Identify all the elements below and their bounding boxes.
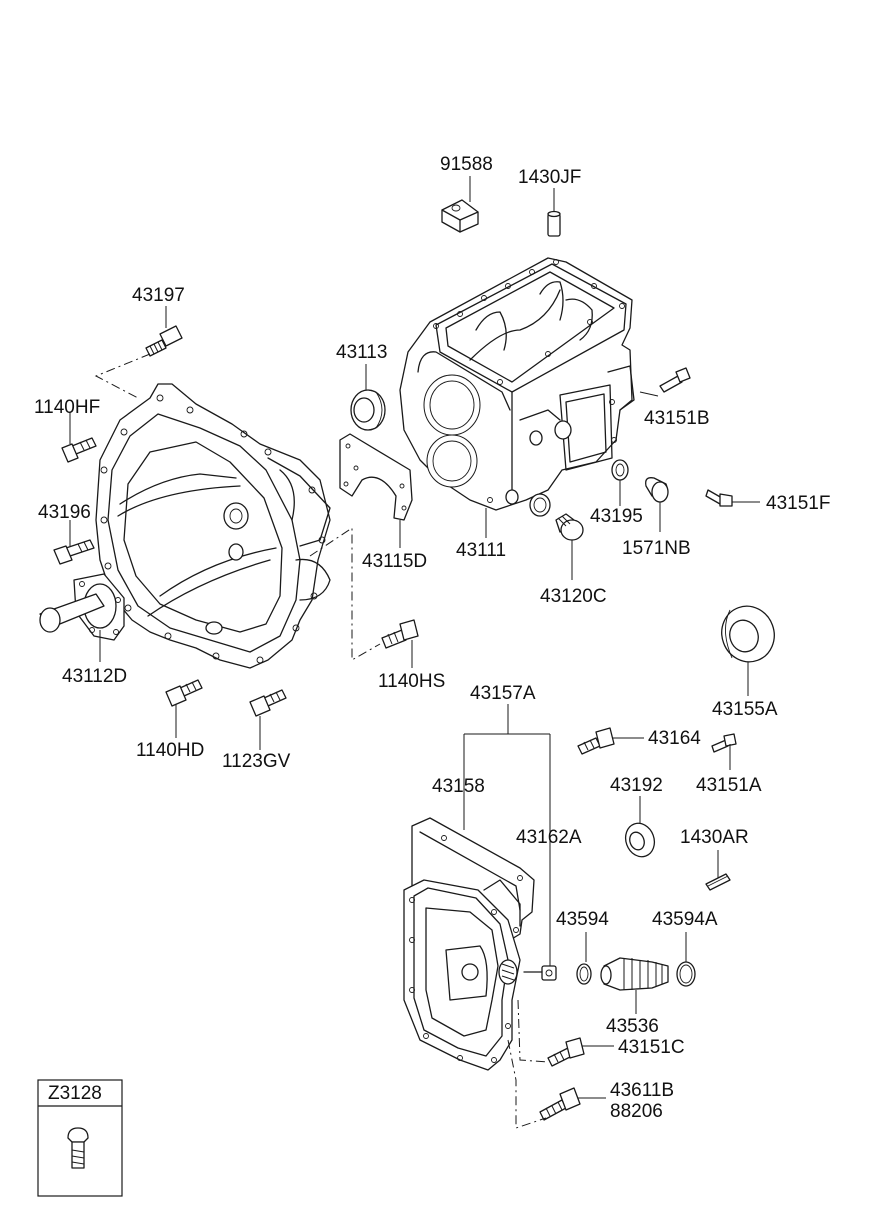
label-43158: 43158 (432, 776, 485, 797)
label-43197: 43197 (132, 285, 185, 306)
label-1430JF: 1430JF (518, 167, 581, 188)
label-43195: 43195 (590, 506, 643, 527)
bolt-43151A[interactable] (711, 733, 737, 753)
bolt-1140HF[interactable] (61, 437, 97, 463)
bolt-43611B[interactable] (539, 1087, 581, 1121)
label-1430AR: 1430AR (680, 827, 749, 848)
o-ring-43594[interactable] (576, 963, 592, 985)
oil-seal-43155A[interactable] (714, 599, 782, 669)
legend-bolt-icon (67, 1127, 89, 1169)
bolt-1140HS[interactable] (381, 619, 419, 649)
label-43120C: 43120C (540, 586, 607, 607)
plug-1571NB[interactable] (645, 477, 669, 503)
dashline-43151C (517, 999, 549, 1063)
label-1123GV: 1123GV (222, 751, 291, 772)
label-43113: 43113 (336, 342, 387, 363)
label-43151B: 43151B (644, 408, 710, 429)
label-43151C: 43151C (618, 1037, 685, 1058)
oil-seal-43192[interactable] (621, 819, 659, 861)
label-43155A: 43155A (712, 699, 778, 720)
o-ring-43594A[interactable] (676, 961, 696, 987)
clutch-housing[interactable] (95, 383, 331, 669)
dashline-43197 (94, 353, 151, 399)
label-43594A: 43594A (652, 909, 718, 930)
legend-code: Z3128 (48, 1083, 102, 1104)
leader-43151B (639, 391, 659, 397)
bracket-43157A (463, 704, 551, 966)
dashline-43611B (507, 1039, 547, 1129)
label-43151A: 43151A (696, 775, 762, 796)
nut-43162A[interactable] (523, 965, 557, 981)
label-43196: 43196 (38, 502, 91, 523)
label-1140HF: 1140HF (34, 397, 100, 418)
transmission-case-43111[interactable] (399, 257, 635, 517)
label-91588: 91588 (440, 154, 493, 175)
legend-box (37, 1079, 123, 1197)
clip-91588[interactable] (441, 199, 479, 233)
bolt-43197[interactable] (145, 325, 183, 357)
dowel-pin-1430JF[interactable] (547, 210, 561, 237)
spring-pin-1430AR[interactable] (705, 873, 731, 891)
bearing-retainer-43112D[interactable] (39, 573, 125, 641)
bolt-1140HD[interactable] (165, 679, 203, 707)
label-43151F: 43151F (766, 493, 830, 514)
label-43111: 43111 (456, 540, 506, 561)
label-43611B: 43611B (610, 1080, 674, 1101)
label-1140HS: 1140HS (378, 671, 445, 692)
bolt-43164[interactable] (577, 727, 615, 755)
gasket-43115D[interactable] (339, 433, 413, 521)
label-43192: 43192 (610, 775, 663, 796)
bolt-43196[interactable] (53, 539, 95, 565)
label-1571NB: 1571NB (622, 538, 691, 559)
bolt-1123GV[interactable] (249, 689, 287, 717)
dashline-1140HS (309, 527, 381, 661)
label-43112D: 43112D (62, 666, 127, 687)
label-43157A: 43157A (470, 683, 536, 704)
bolt-43151C[interactable] (547, 1037, 585, 1067)
label-88206: 88206 (610, 1101, 663, 1122)
label-43164: 43164 (648, 728, 701, 749)
label-1140HD: 1140HD (136, 740, 204, 761)
extension-housing-43158[interactable] (403, 817, 535, 1071)
speedometer-sleeve-43536[interactable] (600, 957, 669, 991)
label-43536: 43536 (606, 1016, 659, 1037)
washer-43195[interactable] (611, 459, 629, 481)
drain-plug-43120C[interactable] (555, 513, 584, 541)
label-43162A: 43162A (516, 827, 582, 848)
oil-seal-43113[interactable] (350, 389, 386, 431)
label-43594: 43594 (556, 909, 609, 930)
label-43115D: 43115D (362, 551, 427, 572)
bolt-43151F[interactable] (705, 489, 733, 507)
bolt-43151B[interactable] (659, 367, 691, 393)
